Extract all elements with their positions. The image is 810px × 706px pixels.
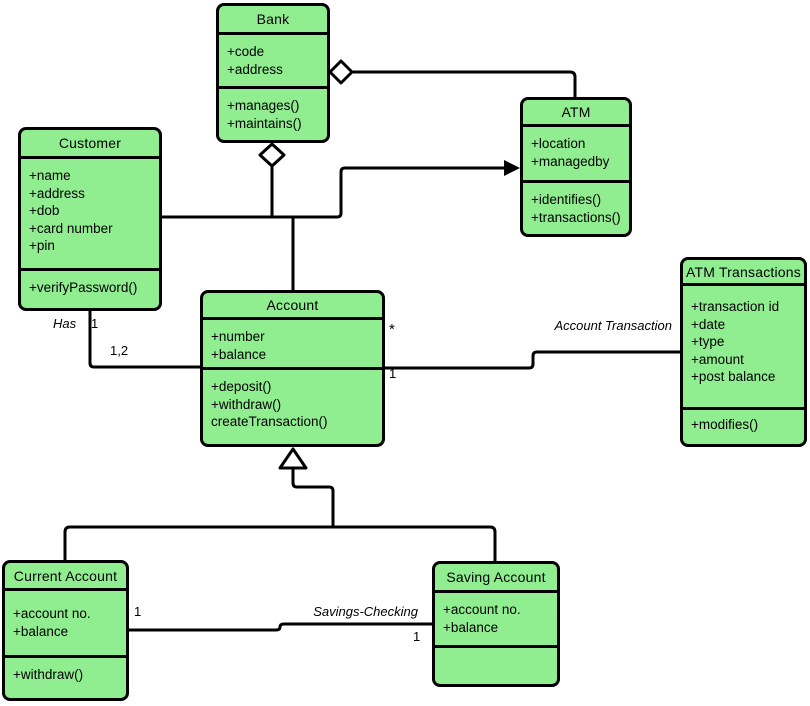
multiplicity-account-has: 1,2 <box>110 343 129 358</box>
association-label-has: Has <box>53 316 77 331</box>
attribute: +date <box>691 316 726 332</box>
generalization-triangle-account <box>278 447 308 470</box>
method: +maintains() <box>227 115 302 131</box>
class-title: Current Account <box>13 567 118 584</box>
attribute: +account no. <box>443 602 521 617</box>
attributes-section: +account no. +balance <box>435 590 557 645</box>
class-title: ATM <box>561 104 591 120</box>
attribute: +dob <box>29 203 60 218</box>
association-label-account-transaction: Account Transaction <box>554 318 672 333</box>
methods-section <box>435 645 557 678</box>
attributes-section: +code +address <box>219 32 327 86</box>
multiplicity-saving-one: 1 <box>413 629 421 644</box>
attribute: +managedby <box>531 153 610 169</box>
class-saving-account: Saving Account +account no. +balance <box>432 561 560 687</box>
edge-current-saving <box>127 622 434 632</box>
attribute: +account no. <box>13 606 91 621</box>
multiplicity-account-one: 1 <box>389 366 397 381</box>
methods-section: +identifies() +transactions() <box>523 180 629 231</box>
attribute: +code <box>227 44 265 59</box>
attribute: +balance <box>13 623 69 639</box>
attribute: +address <box>29 185 85 201</box>
attribute: +card number <box>29 220 113 236</box>
class-title: ATM Transactions <box>686 263 801 280</box>
attributes-section: +account no. +balance <box>5 588 126 655</box>
aggregation-diamond-bank-account <box>258 142 286 168</box>
association-label-savings-checking: Savings-Checking <box>313 604 418 619</box>
attribute: +balance <box>211 346 267 362</box>
method: createTransaction() <box>211 414 328 429</box>
class-title: Bank <box>256 11 290 27</box>
class-current-account: Current Account +account no. +balance +w… <box>2 560 129 701</box>
multiplicity-customer-has: 1 <box>91 316 99 331</box>
class-customer: Customer +name +address +dob +card numbe… <box>18 127 162 311</box>
edge-customer-account <box>88 309 202 369</box>
aggregation-diamond-bank-atm <box>328 59 354 85</box>
methods-section: +withdraw() <box>5 655 126 692</box>
class-title: Account <box>266 297 319 313</box>
methods-section: +manages() +maintains() <box>219 86 327 137</box>
attribute: +pin <box>29 238 55 253</box>
attribute: +address <box>227 61 283 77</box>
attributes-section: +location +managedby <box>523 124 629 180</box>
edge-inheritance-stem <box>291 466 335 529</box>
class-title: Saving Account <box>446 569 546 585</box>
arrowhead-customer-atm <box>504 160 520 176</box>
multiplicity-account-star: * <box>389 321 395 338</box>
attributes-section: +transaction id +date +type +amount +pos… <box>683 283 804 407</box>
attributes-section: +number +balance <box>203 317 382 367</box>
attribute: +number <box>211 329 265 344</box>
attribute: +balance <box>443 619 499 635</box>
method: +withdraw() <box>211 396 282 412</box>
attribute: +transaction id <box>691 299 780 314</box>
method: +withdraw() <box>13 667 84 682</box>
method: +identifies() <box>531 192 602 207</box>
method: +manages() <box>227 98 300 113</box>
methods-section: +verifyPassword() <box>21 268 159 302</box>
attribute: +post balance <box>691 369 776 384</box>
attribute: +name <box>29 168 71 183</box>
attribute: +type <box>691 334 725 349</box>
class-title: Customer <box>58 135 122 151</box>
class-atm-transactions: ATM Transactions +transaction id +date +… <box>680 257 807 447</box>
attribute: +amount <box>691 351 744 367</box>
class-account: Account +number +balance +deposit() +wit… <box>200 290 385 447</box>
edge-bank-atm <box>350 70 577 99</box>
multiplicity-current-one: 1 <box>134 604 142 619</box>
methods-section: +modifies() <box>683 407 804 438</box>
class-bank: Bank +code +address +manages() +maintain… <box>216 3 330 143</box>
attribute: +location <box>531 136 586 151</box>
method: +transactions() <box>531 209 621 225</box>
attributes-section: +name +address +dob +card number +pin <box>21 156 159 268</box>
edge-customer-atm <box>160 166 508 219</box>
edge-inheritance-branches <box>63 525 497 563</box>
edge-account-atmtransactions <box>383 350 682 370</box>
methods-section: +deposit() +withdraw() createTransaction… <box>203 367 382 438</box>
method: +verifyPassword() <box>29 280 138 295</box>
class-atm: ATM +location +managedby +identifies() +… <box>520 97 632 237</box>
method: +modifies() <box>691 417 759 432</box>
method: +deposit() <box>211 379 272 394</box>
